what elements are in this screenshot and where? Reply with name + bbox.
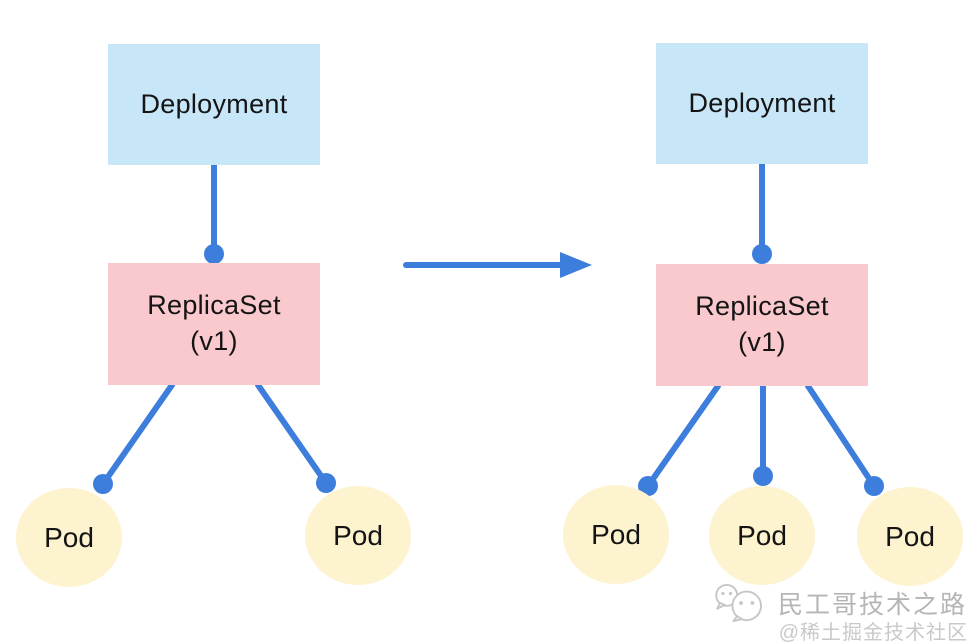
connector-dot (864, 476, 884, 496)
right-pod-1: Pod (563, 485, 669, 584)
pod-label: Pod (591, 518, 641, 550)
connector-dot (93, 474, 113, 494)
right-replicaset-pod3-connector (805, 383, 877, 489)
left-replicaset-pod1-connector (100, 382, 175, 487)
transition-arrow (403, 252, 592, 278)
pod-label: Pod (885, 520, 935, 552)
watermark: 民工哥技术之路 @稀土掘金技术社区 (712, 583, 974, 644)
wechat-icon (715, 583, 762, 623)
left-replicaset-pod2-connector (255, 382, 329, 486)
right-pod-3: Pod (857, 487, 963, 586)
watermark-subtitle: @稀土掘金技术社区 (778, 622, 968, 644)
watermark-row: 民工哥技术之路 (712, 583, 967, 623)
pod-label: Pod (44, 521, 94, 553)
left-pod-1: Pod (16, 488, 122, 587)
right-replicaset-pod1-connector (645, 383, 721, 489)
left-deployment-label: Deployment (140, 89, 288, 119)
left-pod-2: Pod (305, 486, 411, 585)
left-replicaset-label-line1: ReplicaSet (147, 290, 281, 321)
left-connectors (100, 162, 329, 487)
transition-arrow-head (560, 252, 592, 278)
connector-dot (753, 466, 773, 486)
right-pod-2: Pod (709, 486, 815, 585)
left-replicaset-node: ReplicaSet (v1) (108, 263, 320, 385)
right-replicaset-node: ReplicaSet (v1) (656, 264, 868, 386)
pod-label: Pod (333, 519, 383, 551)
connector-dot (316, 473, 336, 493)
right-deployment-node: Deployment (656, 43, 868, 164)
right-replicaset-label-line1: ReplicaSet (695, 291, 829, 322)
connector-dot (204, 244, 224, 264)
pod-label: Pod (737, 519, 787, 551)
left-deployment-node: Deployment (108, 44, 320, 165)
connector-dot (752, 244, 772, 264)
right-deployment-label: Deployment (688, 88, 836, 118)
left-replicaset-label-line2: (v1) (190, 326, 238, 356)
right-replicaset-label-line2: (v1) (738, 327, 786, 357)
right-connectors (645, 161, 877, 489)
right-connector-dots (638, 244, 884, 496)
watermark-title: 民工哥技术之路 (778, 591, 968, 619)
left-connector-dots (93, 244, 336, 494)
